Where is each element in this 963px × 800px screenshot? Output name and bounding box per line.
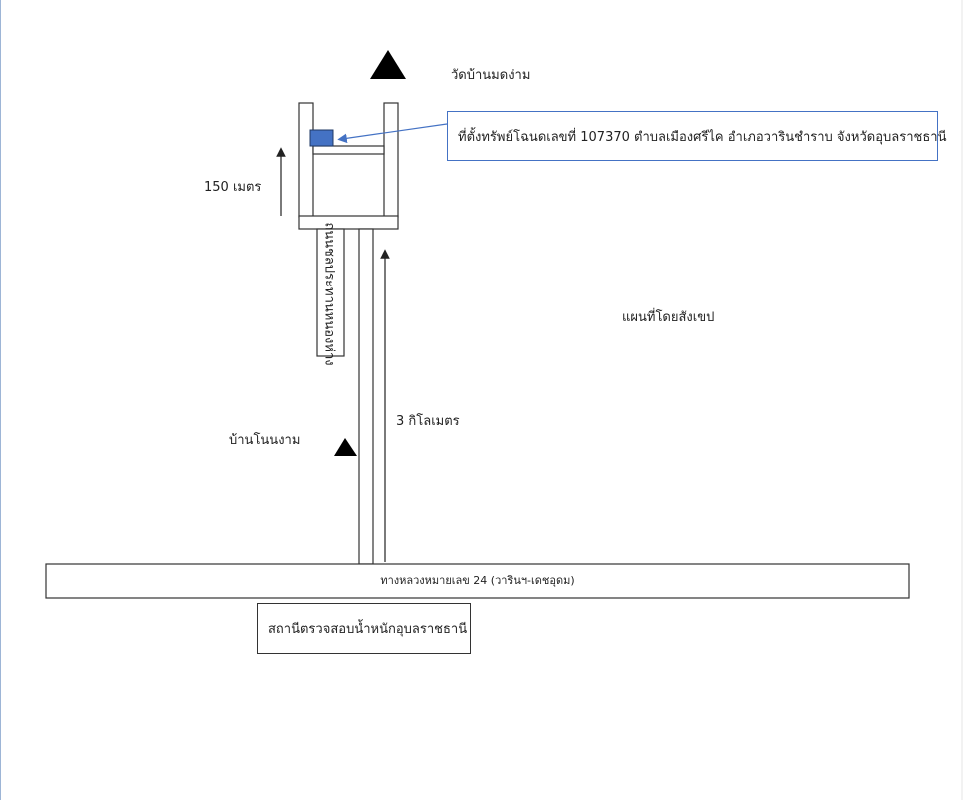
- property-callout-text: ที่ตั้งทรัพย์โฉนดเลขที่ 107370 ตำบลเมือง…: [458, 129, 947, 145]
- property-marker: [309, 129, 334, 147]
- temple-landmark-icon: [370, 50, 406, 79]
- highway-label: ทางหลวงหมายเลข 24 (วารินฯ-เดชอุดม): [380, 574, 575, 587]
- callout-pointer-arrow: [337, 123, 448, 144]
- u-road-bottom: [298, 215, 399, 230]
- distance-short-label: 150 เมตร: [204, 180, 262, 195]
- vertical-road: [358, 228, 374, 565]
- village-label: บ้านโนนงาม: [229, 433, 301, 448]
- u-road-left-leg: [298, 102, 314, 218]
- weigh-station-label: สถานีตรวจสอบน้ำหนักอุบลราชธานี: [268, 622, 468, 637]
- distance-long-label: 3 กิโลเมตร: [396, 414, 460, 429]
- temple-label: วัดบ้านมดง่าม: [451, 68, 531, 83]
- sketch-map-note: แผนที่โดยสังเขป: [622, 310, 715, 325]
- property-callout-box: ที่ตั้งทรัพย์โฉนดเลขที่ 107370 ตำบลเมือง…: [447, 111, 946, 161]
- village-landmark-icon: [334, 438, 357, 456]
- highway-road: [45, 563, 910, 599]
- inner-road: [312, 145, 385, 155]
- weigh-station-box: สถานีตรวจสอบน้ำหนักอุบลราชธานี: [257, 603, 471, 654]
- vertical-road-label-box: [316, 228, 345, 357]
- vertical-road-label: ถนนชลประทานหนองห่าง: [321, 222, 337, 366]
- u-road-right-leg: [383, 102, 399, 218]
